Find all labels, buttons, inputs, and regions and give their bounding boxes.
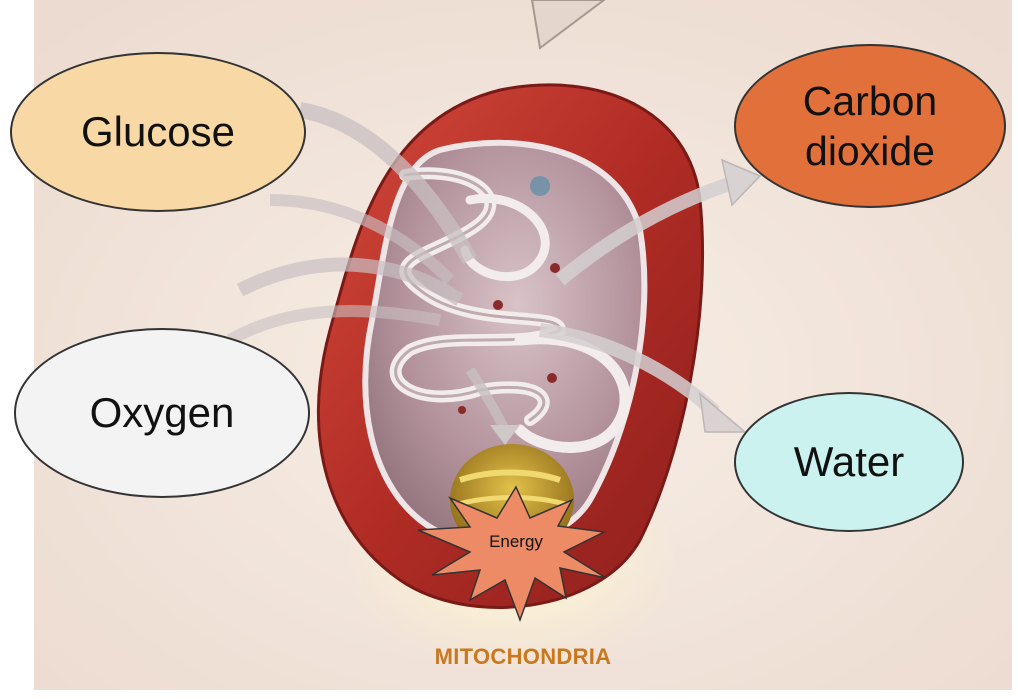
energy-label: Energy: [461, 532, 571, 552]
oxygen-label: Oxygen: [90, 389, 235, 437]
matrix-granule: [550, 263, 560, 273]
carbon-dioxide-line-2: dioxide: [805, 128, 935, 174]
water-bubble: Water: [734, 392, 964, 532]
diagram-title: MITOCHONDRIA: [34, 644, 1012, 670]
carbon-dioxide-line-1: Carbon: [803, 78, 937, 124]
glucose-bubble: Glucose: [10, 52, 306, 212]
matrix-granule: [493, 300, 503, 310]
water-label: Water: [794, 438, 904, 486]
carbon-dioxide-bubble: Carbon dioxide: [734, 44, 1006, 208]
matrix-granule: [458, 406, 466, 414]
carbon-dioxide-label: Carbon dioxide: [803, 76, 937, 176]
matrix-granule: [547, 373, 557, 383]
matrix-granule: [530, 176, 550, 196]
glucose-label: Glucose: [81, 108, 235, 156]
oxygen-bubble: Oxygen: [14, 328, 310, 498]
